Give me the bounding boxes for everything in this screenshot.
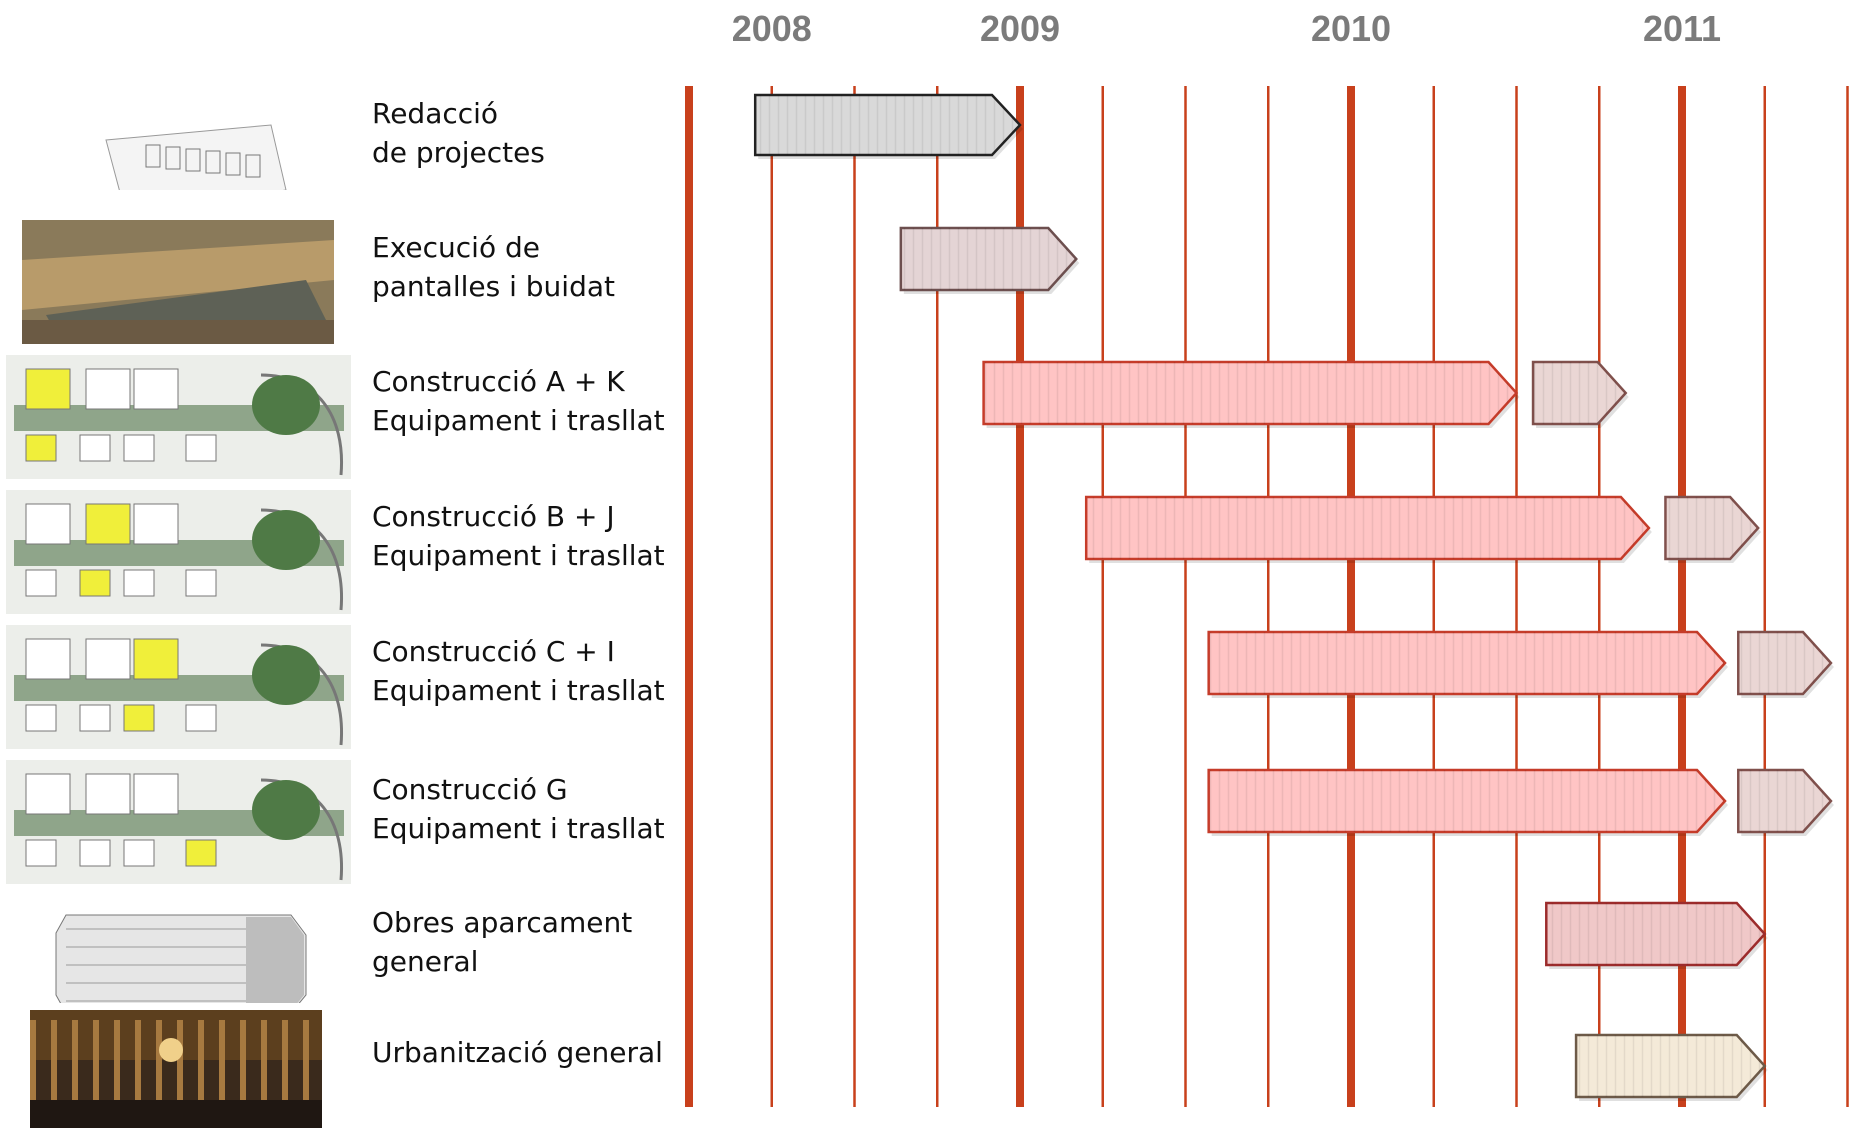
- task-label-line: de projectes: [372, 136, 545, 169]
- bar-texture: [755, 95, 1020, 155]
- task-label-line: Equipament i trasllat: [372, 404, 665, 437]
- task-label: Construcció A + K Equipament i trasllat: [372, 362, 665, 440]
- task-label-line: Equipament i trasllat: [372, 812, 665, 845]
- parking-plan-thumbnail: [55, 914, 307, 1003]
- year-label: 2011: [1642, 8, 1722, 49]
- aerial-photo-thumbnail: [22, 220, 334, 344]
- task-label: Redacció de projectes: [372, 94, 545, 172]
- task-label: Urbanització general: [372, 1033, 663, 1072]
- task-label-line: Execució de: [372, 231, 540, 264]
- bar-texture: [1738, 770, 1831, 832]
- task-label: Construcció C + I Equipament i trasllat: [372, 632, 665, 710]
- task-label-line: pantalles i buidat: [372, 270, 615, 303]
- night-render-thumbnail: [30, 1010, 322, 1128]
- bar-texture: [983, 362, 1517, 424]
- site-plan-AK-thumbnail: [6, 355, 351, 479]
- year-label: 2008: [731, 8, 812, 49]
- bar-texture: [1086, 497, 1649, 559]
- task-label: Execució de pantalles i buidat: [372, 228, 615, 306]
- task-label: Construcció G Equipament i trasllat: [372, 770, 665, 848]
- task-label-line: Construcció C + I: [372, 635, 615, 668]
- task-label-line: Construcció B + J: [372, 500, 615, 533]
- drawing-sketch-thumbnail: [105, 124, 287, 190]
- task-label-line: general: [372, 945, 479, 978]
- task-label-line: Redacció: [372, 97, 499, 130]
- task-label-line: Obres aparcament: [372, 906, 633, 939]
- bar-texture: [1576, 1035, 1765, 1097]
- bar-texture: [900, 228, 1077, 290]
- year-label: 2010: [1310, 8, 1392, 49]
- task-label-line: Equipament i trasllat: [372, 539, 665, 572]
- bar-texture: [1665, 497, 1759, 559]
- year-label: 2009: [979, 8, 1061, 49]
- bar-texture: [1208, 770, 1726, 832]
- bar-texture: [1208, 632, 1726, 694]
- bar-texture: [1533, 362, 1626, 424]
- bar-texture: [1738, 632, 1831, 694]
- bar-texture: [1546, 903, 1765, 965]
- task-label-line: Equipament i trasllat: [372, 674, 665, 707]
- task-label: Construcció B + J Equipament i trasllat: [372, 497, 665, 575]
- task-label-line: Construcció A + K: [372, 365, 625, 398]
- site-plan-G-thumbnail: [6, 760, 351, 884]
- site-plan-CI-thumbnail: [6, 625, 351, 749]
- task-label-line: Urbanització general: [372, 1036, 663, 1069]
- task-label: Obres aparcament general: [372, 903, 632, 981]
- task-label-line: Construcció G: [372, 773, 568, 806]
- site-plan-BJ-thumbnail: [6, 490, 351, 614]
